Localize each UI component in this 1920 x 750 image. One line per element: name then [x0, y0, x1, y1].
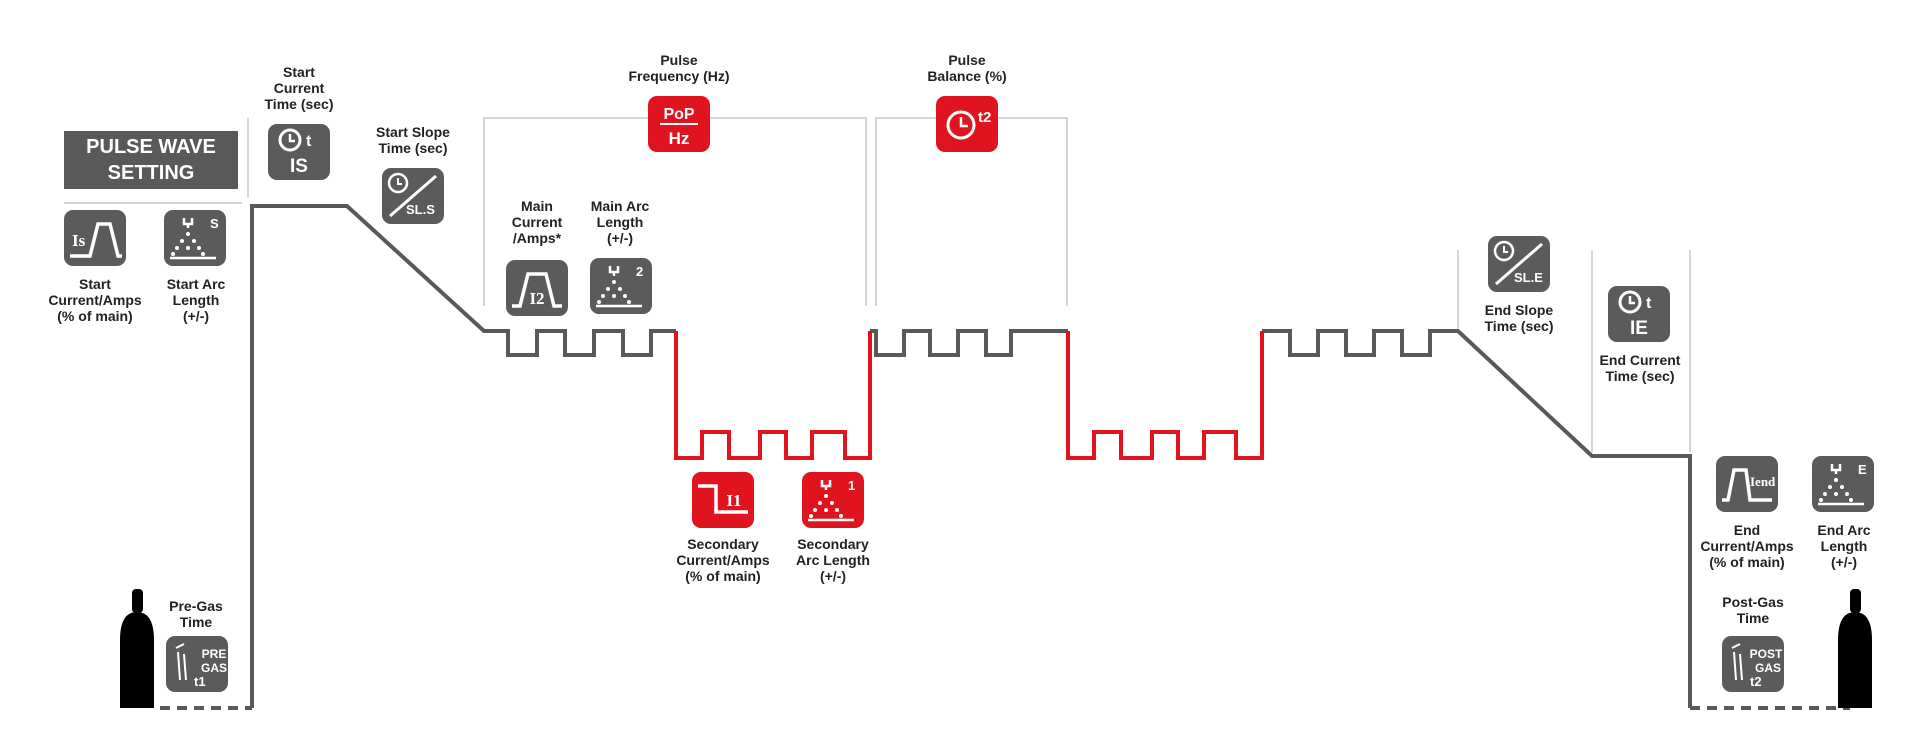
- pre-gas-pre: PRE: [202, 647, 227, 661]
- start-current-time-is: IS: [290, 156, 308, 177]
- start-arc-icon-text: S: [210, 216, 219, 231]
- start-current-icon[interactable]: Is: [64, 210, 126, 266]
- end-current-icon[interactable]: Iend: [1716, 456, 1778, 512]
- pulse-balance-icon[interactable]: t2: [936, 96, 998, 152]
- start-current-time-t: t: [306, 133, 312, 150]
- end-slope-icon-text: SL.E: [1514, 270, 1543, 285]
- pulse-balance-icon-text: t2: [978, 109, 991, 126]
- end-current-time-t: t: [1646, 295, 1652, 312]
- post-gas-icon[interactable]: POST GAS t2: [1722, 636, 1784, 692]
- end-current-icon-text: Iend: [1750, 474, 1776, 489]
- main-arc-length-icon[interactable]: 2: [590, 258, 652, 314]
- start-arc-length-icon[interactable]: S: [164, 210, 226, 266]
- secondary-arc-icon-text: 1: [848, 478, 855, 493]
- pulse-wave-title: PULSE WAVE SETTING: [64, 131, 238, 189]
- start-slope-icon-text: SL.S: [406, 202, 435, 217]
- title-line-2: SETTING: [107, 162, 195, 184]
- gas-cylinder-left: [120, 589, 154, 708]
- pre-gas-t1: t1: [194, 674, 206, 689]
- post-gas-post: POST: [1750, 647, 1783, 661]
- title-line-1: PULSE WAVE: [86, 136, 216, 158]
- end-current-time-ie: IE: [1630, 318, 1648, 339]
- main-arc-icon-text: 2: [636, 264, 643, 279]
- main-current-icon-text: I2: [529, 289, 544, 308]
- post-gas-gas: GAS: [1755, 661, 1781, 675]
- end-arc-icon-text: E: [1858, 462, 1867, 477]
- start-current-time-icon[interactable]: t IS: [268, 124, 330, 180]
- gas-cylinder-right: [1838, 589, 1872, 708]
- pre-gas-icon[interactable]: PRE GAS t1: [166, 636, 228, 692]
- secondary-current-icon-text: I1: [726, 491, 741, 510]
- waveform-secondary: [674, 331, 1264, 460]
- pulse-frequency-pop: PoP: [663, 106, 694, 123]
- waveform-main: [250, 204, 1692, 708]
- secondary-current-icon[interactable]: I1: [692, 472, 754, 528]
- secondary-arc-length-icon[interactable]: 1: [802, 472, 864, 528]
- end-arc-length-icon[interactable]: E: [1812, 456, 1874, 512]
- end-slope-icon[interactable]: SL.E: [1488, 236, 1550, 292]
- start-slope-icon[interactable]: SL.S: [382, 168, 444, 224]
- main-current-icon[interactable]: I2: [506, 260, 568, 316]
- pre-gas-gas: GAS: [201, 661, 227, 675]
- pulse-frequency-hz: Hz: [669, 129, 690, 148]
- start-current-icon-text: Is: [72, 231, 86, 250]
- end-current-time-icon[interactable]: t IE: [1608, 286, 1670, 342]
- pulse-frequency-icon[interactable]: PoP Hz: [648, 96, 710, 152]
- post-gas-t2: t2: [1750, 674, 1762, 689]
